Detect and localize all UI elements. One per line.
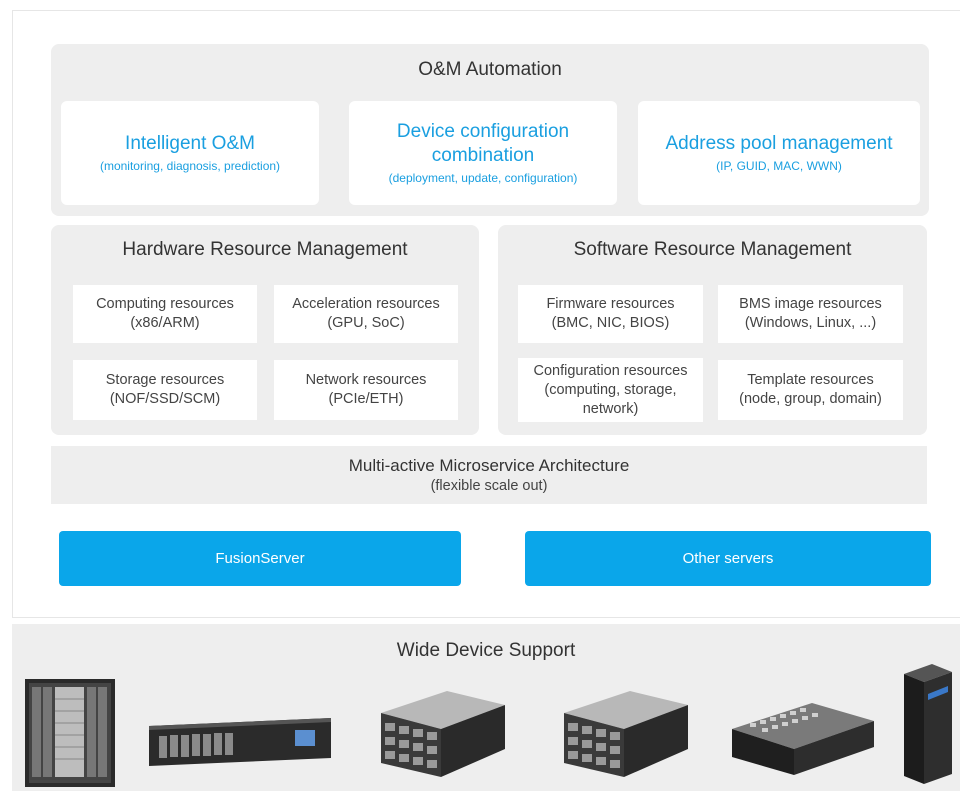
microservice-bar: Multi-active Microservice Architecture (… — [51, 446, 927, 504]
om-automation-title: O&M Automation — [418, 59, 562, 80]
intelligent-om-card: Intelligent O&M (monitoring, diagnosis, … — [61, 101, 319, 205]
top-loading-storage-server-icon — [732, 703, 874, 775]
configuration-resources-label: Configuration resources (computing, stor… — [533, 362, 688, 417]
acceleration-resources-label: Acceleration resources (GPU, SoC) — [292, 296, 440, 331]
other-servers-button[interactable]: Other servers — [525, 531, 931, 586]
fusionserver-button[interactable]: FusionServer — [59, 531, 461, 586]
storage-resources: Storage resources (NOF/SSD/SCM) — [73, 360, 257, 420]
network-resources-label: Network resources (PCIe/ETH) — [305, 372, 427, 407]
mainframe-cabinet-icon — [904, 664, 952, 784]
microservice-title: Multi-active Microservice Architecture — [348, 455, 630, 475]
intelligent-om-title: Intelligent O&M — [125, 133, 255, 154]
microservice-sub: (flexible scale out) — [430, 477, 548, 494]
firmware-resources: Firmware resources (BMC, NIC, BIOS) — [518, 285, 703, 343]
device-config-title: Device configuration combination — [396, 121, 570, 166]
template-resources: Template resources (node, group, domain) — [718, 360, 903, 420]
bms-image-resources: BMS image resources (Windows, Linux, ...… — [718, 285, 903, 343]
om-automation-panel: O&M Automation Intelligent O&M (monitori… — [51, 44, 929, 216]
storage-server-4u-icon — [381, 691, 505, 777]
storage-resources-label: Storage resources (NOF/SSD/SCM) — [105, 372, 225, 407]
network-resources: Network resources (PCIe/ETH) — [274, 360, 458, 420]
computing-resources: Computing resources (x86/ARM) — [73, 285, 257, 343]
intelligent-om-sub: (monitoring, diagnosis, prediction) — [99, 159, 281, 173]
device-support-title: Wide Device Support — [396, 640, 576, 661]
address-pool-sub: (IP, GUID, MAC, WWN) — [716, 159, 842, 173]
acceleration-resources: Acceleration resources (GPU, SoC) — [274, 285, 458, 343]
computing-resources-label: Computing resources (x86/ARM) — [96, 296, 234, 331]
firmware-resources-label: Firmware resources (BMC, NIC, BIOS) — [546, 296, 675, 331]
rack-server-2u-icon — [149, 718, 331, 766]
address-pool-card: Address pool management (IP, GUID, MAC, … — [638, 101, 920, 205]
software-panel: Software Resource Management Firmware re… — [498, 225, 927, 435]
address-pool-title: Address pool management — [665, 133, 893, 154]
software-title: Software Resource Management — [573, 239, 852, 260]
hardware-title: Hardware Resource Management — [122, 239, 408, 260]
device-support-band: Wide Device Support — [12, 624, 960, 791]
template-resources-label: Template resources (node, group, domain) — [739, 372, 882, 407]
device-config-sub: (deployment, update, configuration) — [388, 171, 578, 185]
bms-image-resources-label: BMS image resources (Windows, Linux, ...… — [739, 296, 882, 331]
device-config-card: Device configuration combination (deploy… — [349, 101, 617, 205]
blade-server-icon — [25, 679, 115, 787]
storage-server-4u-icon — [564, 691, 688, 777]
configuration-resources: Configuration resources (computing, stor… — [518, 358, 703, 422]
hardware-panel: Hardware Resource Management Computing r… — [51, 225, 479, 435]
